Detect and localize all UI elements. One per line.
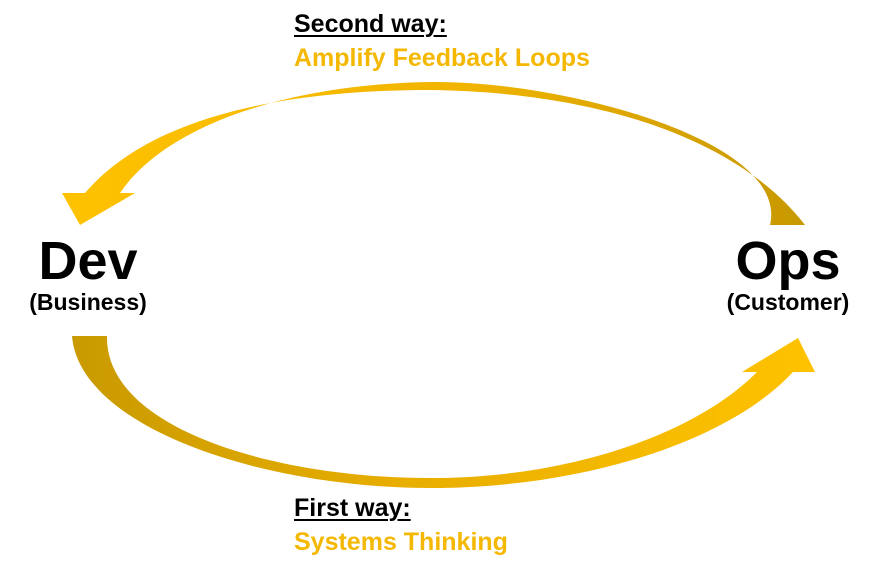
feedback-loop-arrow xyxy=(62,81,805,225)
ops-node-title: Ops xyxy=(735,231,841,291)
second-way-heading: Second way: xyxy=(294,10,447,38)
second-way-subtitle: Amplify Feedback Loops xyxy=(294,44,590,72)
ops-node-subtitle: (Customer) xyxy=(726,289,850,315)
dev-node-title: Dev xyxy=(38,231,138,291)
flow-arrow xyxy=(72,336,815,489)
second-way-label: Second way: Amplify Feedback Loops xyxy=(294,9,590,73)
first-way-heading: First way: xyxy=(294,494,411,522)
first-way-subtitle: Systems Thinking xyxy=(294,528,508,556)
first-way-label: First way: Systems Thinking xyxy=(294,493,508,557)
dev-node-subtitle: (Business) xyxy=(29,289,147,315)
